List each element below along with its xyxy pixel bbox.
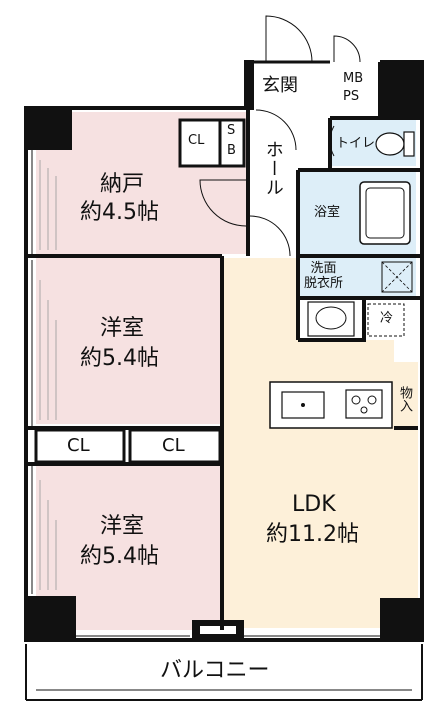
- washroom-floor: [300, 256, 416, 296]
- toilet-label: トイレ: [336, 136, 376, 151]
- western-lower-size: 約5.4帖: [80, 544, 159, 569]
- ldk-door-swing: [249, 215, 291, 257]
- hall-door-swing: [255, 109, 297, 151]
- closet-nando-label: CL: [188, 133, 205, 148]
- kitchen-sink: [281, 391, 325, 419]
- nando-name: 納戸: [100, 172, 145, 197]
- ldk-size: 約11.2帖: [266, 522, 359, 547]
- column-bottom-right: [380, 598, 422, 640]
- western-room-upper: [36, 258, 220, 424]
- fridge-space: [367, 303, 405, 337]
- entry-door-swing-left: [265, 15, 313, 63]
- mbps-line1: MB: [343, 71, 364, 86]
- column-bottom-left: [26, 596, 76, 640]
- western-lower-name: 洋室: [100, 514, 145, 539]
- ldk-room: [224, 258, 418, 628]
- closet-right-label: CL: [162, 435, 185, 456]
- sb-line2: B: [227, 143, 236, 158]
- closet-left-box: [34, 428, 126, 464]
- washer-pan-x2: [381, 261, 413, 293]
- fridge-label: 冷: [380, 311, 394, 326]
- balcony-door-gap: [200, 626, 236, 634]
- column-top-left: [26, 108, 72, 150]
- column-top-right: [378, 62, 422, 118]
- western-upper-name: 洋室: [100, 316, 145, 341]
- hall-label: ホール: [262, 140, 284, 197]
- bathtub-inner: [365, 187, 405, 239]
- toilet-door-swing: [329, 125, 335, 157]
- toilet-bowl: [375, 132, 405, 156]
- nando-size: 約4.5帖: [80, 200, 159, 225]
- stove-burner-1: [351, 395, 361, 405]
- western-upper-size: 約5.4帖: [80, 346, 159, 371]
- closet-right-box: [128, 428, 222, 464]
- sb-line1: S: [227, 123, 236, 138]
- genkan-label: 玄関: [262, 75, 298, 96]
- bathtub: [359, 181, 411, 245]
- balcony-label: バルコニー: [160, 658, 270, 683]
- stove-burner-3: [360, 406, 368, 414]
- column-entrance: [244, 60, 254, 110]
- entry-door-swing-right: [333, 35, 361, 63]
- storage-label: 物入: [396, 386, 412, 412]
- toilet-tank: [403, 131, 415, 157]
- ldk-name: LDK: [292, 492, 336, 517]
- stove-burner-2: [367, 395, 377, 405]
- closet-left-label: CL: [67, 435, 90, 456]
- sb-box: [218, 118, 246, 168]
- washroom-label: 洗面 脱衣所: [304, 261, 344, 291]
- kitchen-counter: [269, 381, 393, 429]
- bath-label: 浴室: [314, 205, 341, 220]
- washer-pan: [381, 261, 413, 293]
- vanity-basin: [315, 306, 347, 330]
- sink-drain: [301, 403, 305, 407]
- mbps-line2: PS: [343, 89, 360, 104]
- nando-door-swing: [199, 179, 247, 227]
- kitchen-stove: [345, 389, 383, 419]
